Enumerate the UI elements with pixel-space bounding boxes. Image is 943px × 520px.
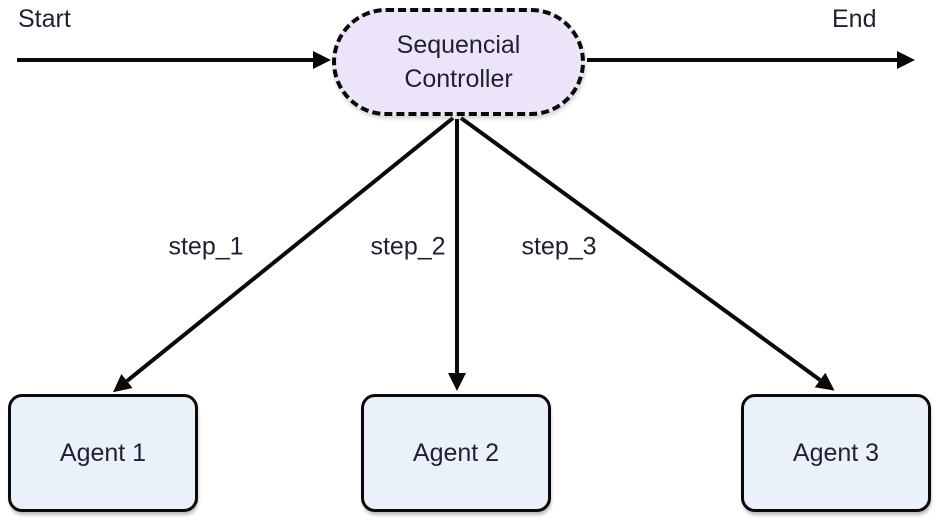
edge-step-1-arrow — [112, 116, 455, 393]
agent-1-node: Agent 1 — [8, 394, 198, 512]
end-label: End — [832, 5, 877, 33]
agent-3-label: Agent 3 — [792, 438, 880, 467]
controller-label-line2: Controller — [404, 65, 513, 93]
agent-1-label: Agent 1 — [59, 438, 147, 467]
agent-3-node: Agent 3 — [741, 394, 931, 512]
edge-label-step-3: step_3 — [519, 232, 599, 262]
controller-node: Sequencial Controller — [332, 8, 585, 116]
edge-step-3-arrow — [459, 116, 835, 391]
agent-2-label: Agent 2 — [412, 438, 500, 467]
start-label: Start — [18, 5, 71, 33]
controller-label-line1: Sequencial — [396, 31, 521, 59]
agent-2-node: Agent 2 — [361, 394, 551, 512]
edge-label-step-2: step_2 — [368, 232, 448, 262]
edge-label-step-1: step_1 — [166, 232, 246, 262]
